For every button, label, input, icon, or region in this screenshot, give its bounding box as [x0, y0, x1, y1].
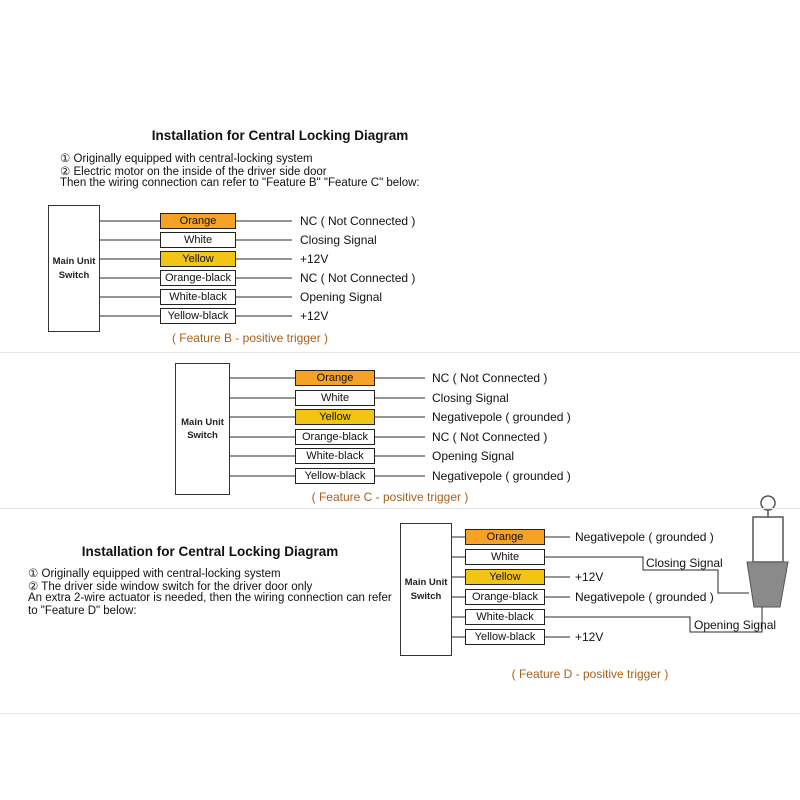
- section-b-intro-line3: Then the wiring connection can refer to …: [60, 177, 420, 189]
- section-d-intro-line4: to "Feature D" below:: [28, 605, 137, 617]
- wire-desc: NC ( Not Connected ): [432, 430, 548, 444]
- wire-label-orange-black: Orange-black: [465, 589, 545, 605]
- section-d-intro-line3: An extra 2-wire actuator is needed, then…: [28, 592, 392, 604]
- section-b-intro-line2: ② Electric motor on the inside of the dr…: [60, 166, 327, 178]
- wire-label-yellow-black: Yellow-black: [465, 629, 545, 645]
- main-unit-switch-box-d: Main Unit Switch: [400, 523, 452, 656]
- wire-desc: Negativepole ( grounded ): [432, 410, 571, 424]
- wire-desc: Negativepole ( grounded ): [575, 530, 714, 544]
- wire-label-orange: Orange: [295, 370, 375, 386]
- feature-d-caption: ( Feature D - positive trigger ): [511, 667, 669, 681]
- wire-label-white-black: White-black: [465, 609, 545, 625]
- wire-label-yellow-black: Yellow-black: [295, 468, 375, 484]
- wire-desc: Closing Signal: [432, 391, 509, 405]
- wire-desc: NC ( Not Connected ): [300, 214, 416, 228]
- wire-label-orange-black: Orange-black: [160, 270, 236, 286]
- section-b-title: Installation for Central Locking Diagram: [151, 128, 409, 143]
- wire-desc: +12V: [575, 630, 604, 644]
- actuator-icon: [746, 495, 789, 608]
- opening-signal-label: Opening Signal: [694, 618, 777, 632]
- wire-label-orange: Orange: [160, 213, 236, 229]
- wire-label-orange: Orange: [465, 529, 545, 545]
- wire-label-yellow: Yellow: [160, 251, 236, 267]
- section-divider: [0, 352, 800, 353]
- section-d-title: Installation for Central Locking Diagram: [81, 544, 339, 559]
- wire-label-white: White: [465, 549, 545, 565]
- wire-desc: +12V: [300, 309, 329, 323]
- wire-desc: Opening Signal: [300, 290, 383, 304]
- wire-desc: Negativepole ( grounded ): [432, 469, 571, 483]
- wire-label-yellow: Yellow: [465, 569, 545, 585]
- feature-c-caption: ( Feature C - positive trigger ): [311, 490, 469, 504]
- section-d-intro-line1: ① Originally equipped with central-locki…: [28, 568, 281, 580]
- wire-label-white: White: [295, 390, 375, 406]
- wire-label-white-black: White-black: [160, 289, 236, 305]
- wire-label-yellow-black: Yellow-black: [160, 308, 236, 324]
- section-b-intro-line1: ① Originally equipped with central-locki…: [60, 153, 313, 165]
- wire-desc: NC ( Not Connected ): [432, 371, 548, 385]
- section-divider: [0, 508, 800, 509]
- wire-desc: Closing Signal: [300, 233, 377, 247]
- section-d-intro-line2: ② The driver side window switch for the …: [28, 581, 313, 593]
- wire-desc: Opening Signal: [432, 449, 515, 463]
- wire-label-yellow: Yellow: [295, 409, 375, 425]
- section-divider: [0, 713, 800, 714]
- wire-desc: NC ( Not Connected ): [300, 271, 416, 285]
- wire-desc: Negativepole ( grounded ): [575, 590, 714, 604]
- main-unit-switch-box-b: Main Unit Switch: [48, 205, 100, 332]
- closing-signal-label: Closing Signal: [646, 556, 723, 570]
- wire-desc: +12V: [300, 252, 329, 266]
- wire-desc: +12V: [575, 570, 604, 584]
- wire-label-white-black: White-black: [295, 448, 375, 464]
- main-unit-switch-box-c: Main Unit Switch: [175, 363, 230, 495]
- wire-label-white: White: [160, 232, 236, 248]
- feature-b-caption: ( Feature B - positive trigger ): [171, 331, 329, 345]
- wire-label-orange-black: Orange-black: [295, 429, 375, 445]
